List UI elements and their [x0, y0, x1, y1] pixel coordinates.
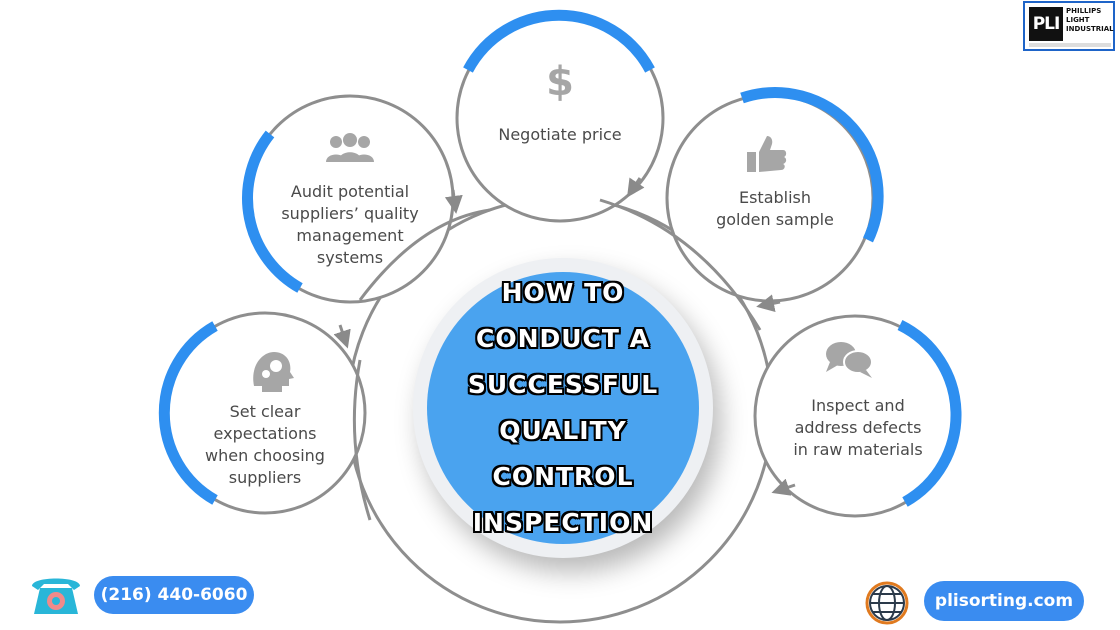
- globe-icon: [865, 581, 909, 625]
- website-link[interactable]: plisorting.com: [924, 581, 1084, 621]
- step-circle-inspect-defects: [753, 314, 962, 518]
- step-circle-set-expectations: [158, 311, 367, 515]
- head-gears-icon: [253, 352, 294, 392]
- step-label-golden-sample: Establish golden sample: [716, 188, 834, 229]
- phone-number-button[interactable]: (216) 440-6060: [94, 576, 254, 614]
- thumbs-up-icon: [747, 136, 787, 172]
- center-title: HOW TO CONDUCT A SUCCESSFUL QUALITY CONT…: [427, 272, 699, 544]
- step-label-audit-suppliers: Audit potential suppliers’ quality manag…: [281, 182, 419, 267]
- connector-arc: [599, 198, 762, 331]
- logo-tagline-bar: [1029, 43, 1111, 47]
- logo-mark: PLI: [1029, 7, 1063, 41]
- step-circle-audit-suppliers: [242, 94, 463, 304]
- logo-name: PHILLIPS LIGHT INDUSTRIAL: [1066, 7, 1114, 33]
- step-circle-golden-sample: [665, 87, 884, 313]
- step-label-inspect-defects: Inspect and address defects in raw mater…: [793, 396, 923, 459]
- step-label-set-expectations: Set clear expectations when choosing sup…: [205, 402, 325, 487]
- dollar-icon: $: [546, 59, 574, 105]
- telephone-icon: [32, 578, 80, 614]
- people-group-icon: [326, 133, 374, 162]
- center-circle: HOW TO CONDUCT A SUCCESSFUL QUALITY CONT…: [413, 258, 713, 558]
- speech-bubbles-icon: [826, 342, 873, 378]
- step-circle-negotiate-price: [455, 9, 665, 223]
- connector-arc: [352, 359, 372, 521]
- step-label-negotiate-price: Negotiate price: [498, 125, 622, 144]
- connector-arc: [358, 208, 491, 301]
- company-logo[interactable]: PLI PHILLIPS LIGHT INDUSTRIAL: [1023, 1, 1115, 51]
